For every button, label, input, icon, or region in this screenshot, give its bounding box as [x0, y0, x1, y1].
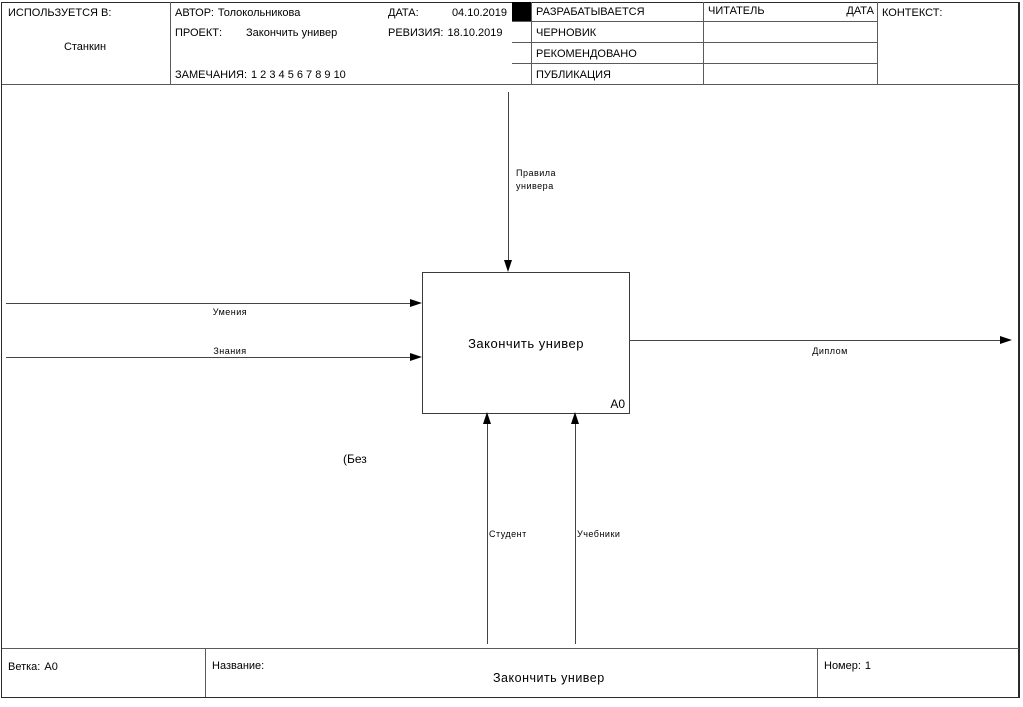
activity-title: Закончить универ	[468, 335, 584, 351]
branch-cell: Ветка:A0	[8, 661, 62, 674]
status-checkbox-publication	[512, 64, 531, 84]
mechanism-arrow-line-1[interactable]	[487, 424, 488, 644]
title-label: Название:	[212, 660, 265, 672]
status-checkbox-developing	[512, 2, 531, 21]
mechanism-arrowhead-icon-1	[483, 412, 491, 424]
notes-row: ЗАМЕЧАНИЯ: 1 2 3 4 5 6 7 8 9 10	[175, 69, 350, 82]
revision-label: РЕВИЗИЯ:	[388, 27, 444, 39]
reader-date-label: ДАТА	[846, 5, 874, 17]
input-arrowhead-icon-2	[410, 353, 422, 361]
date-label: ДАТА:	[388, 7, 419, 19]
header-divider	[877, 2, 878, 84]
project-value: Закончить универ	[246, 27, 338, 39]
context-label: КОНТЕКСТ:	[882, 7, 943, 19]
mechanism-arrowhead-icon-2	[571, 412, 579, 424]
author-value: Толокольникова	[217, 7, 301, 19]
activity-node-id: A0	[610, 397, 625, 411]
control-arrow-label: Правила универa	[516, 168, 557, 191]
notes-value: 1 2 3 4 5 6 7 8 9 10	[251, 69, 346, 81]
header-row-line	[512, 42, 877, 43]
author-row: АВТОР:Толокольникова	[175, 7, 304, 20]
control-arrow-line[interactable]	[508, 92, 509, 260]
input-arrow-line-1[interactable]	[6, 303, 410, 304]
control-arrowhead-icon	[504, 260, 512, 272]
mechanism-arrow-line-2[interactable]	[575, 424, 576, 644]
input-arrow-label-2: Знания	[213, 346, 247, 356]
input-arrow-label-1: Умения	[212, 307, 248, 317]
date-value: 04.10.2019	[451, 7, 507, 19]
used-at-value: Станкин	[63, 41, 107, 53]
number-value: 1	[864, 660, 872, 672]
status-label-publication: ПУБЛИКАЦИЯ	[536, 69, 611, 81]
footer-divider	[205, 648, 206, 697]
revision-value: 18.10.2019	[447, 27, 503, 39]
revision-row: РЕВИЗИЯ:18.10.2019	[388, 27, 507, 40]
status-checkbox-recommended	[512, 43, 531, 63]
branch-label: Ветка:	[8, 661, 41, 673]
diagram-title: Закончить универ	[493, 671, 605, 685]
annotation-text: (Без	[343, 452, 367, 466]
notes-label: ЗАМЕЧАНИЯ:	[175, 69, 247, 81]
footer-divider	[817, 648, 818, 697]
number-label: Номер:	[824, 660, 861, 672]
status-label-recommended: РЕКОМЕНДОВАНО	[536, 48, 637, 60]
input-arrow-line-2[interactable]	[6, 357, 410, 358]
mechanism-arrow-label-2: Учебники	[577, 529, 621, 539]
input-arrowhead-icon-1	[410, 299, 422, 307]
status-label-draft: ЧЕРНОВИК	[536, 27, 597, 39]
output-arrow-label: Диплом	[812, 346, 848, 356]
used-at-label: ИСПОЛЬЗУЕТСЯ В:	[8, 7, 112, 19]
number-cell: Номер:1	[824, 660, 875, 673]
header-row-line	[512, 63, 877, 64]
activity-box[interactable]: Закончить универ A0	[422, 272, 630, 414]
header-divider	[531, 2, 532, 84]
reader-label: ЧИТАТЕЛЬ	[708, 5, 765, 17]
output-arrowhead-icon	[1000, 336, 1012, 344]
output-arrow-line[interactable]	[629, 340, 1001, 341]
header-divider	[703, 2, 704, 84]
status-label-developing: РАЗРАБАТЫВАЕТСЯ	[536, 6, 645, 18]
footer-top-line	[2, 648, 1019, 649]
header-row-line	[512, 21, 877, 22]
status-checkbox-draft	[512, 22, 531, 42]
project-label: ПРОЕКТ:	[175, 27, 223, 39]
mechanism-arrow-label-1: Студент	[489, 529, 527, 539]
author-label: АВТОР:	[175, 7, 214, 19]
header-divider	[170, 2, 171, 84]
header-bottom-line	[2, 84, 1019, 85]
branch-value: A0	[44, 661, 58, 673]
